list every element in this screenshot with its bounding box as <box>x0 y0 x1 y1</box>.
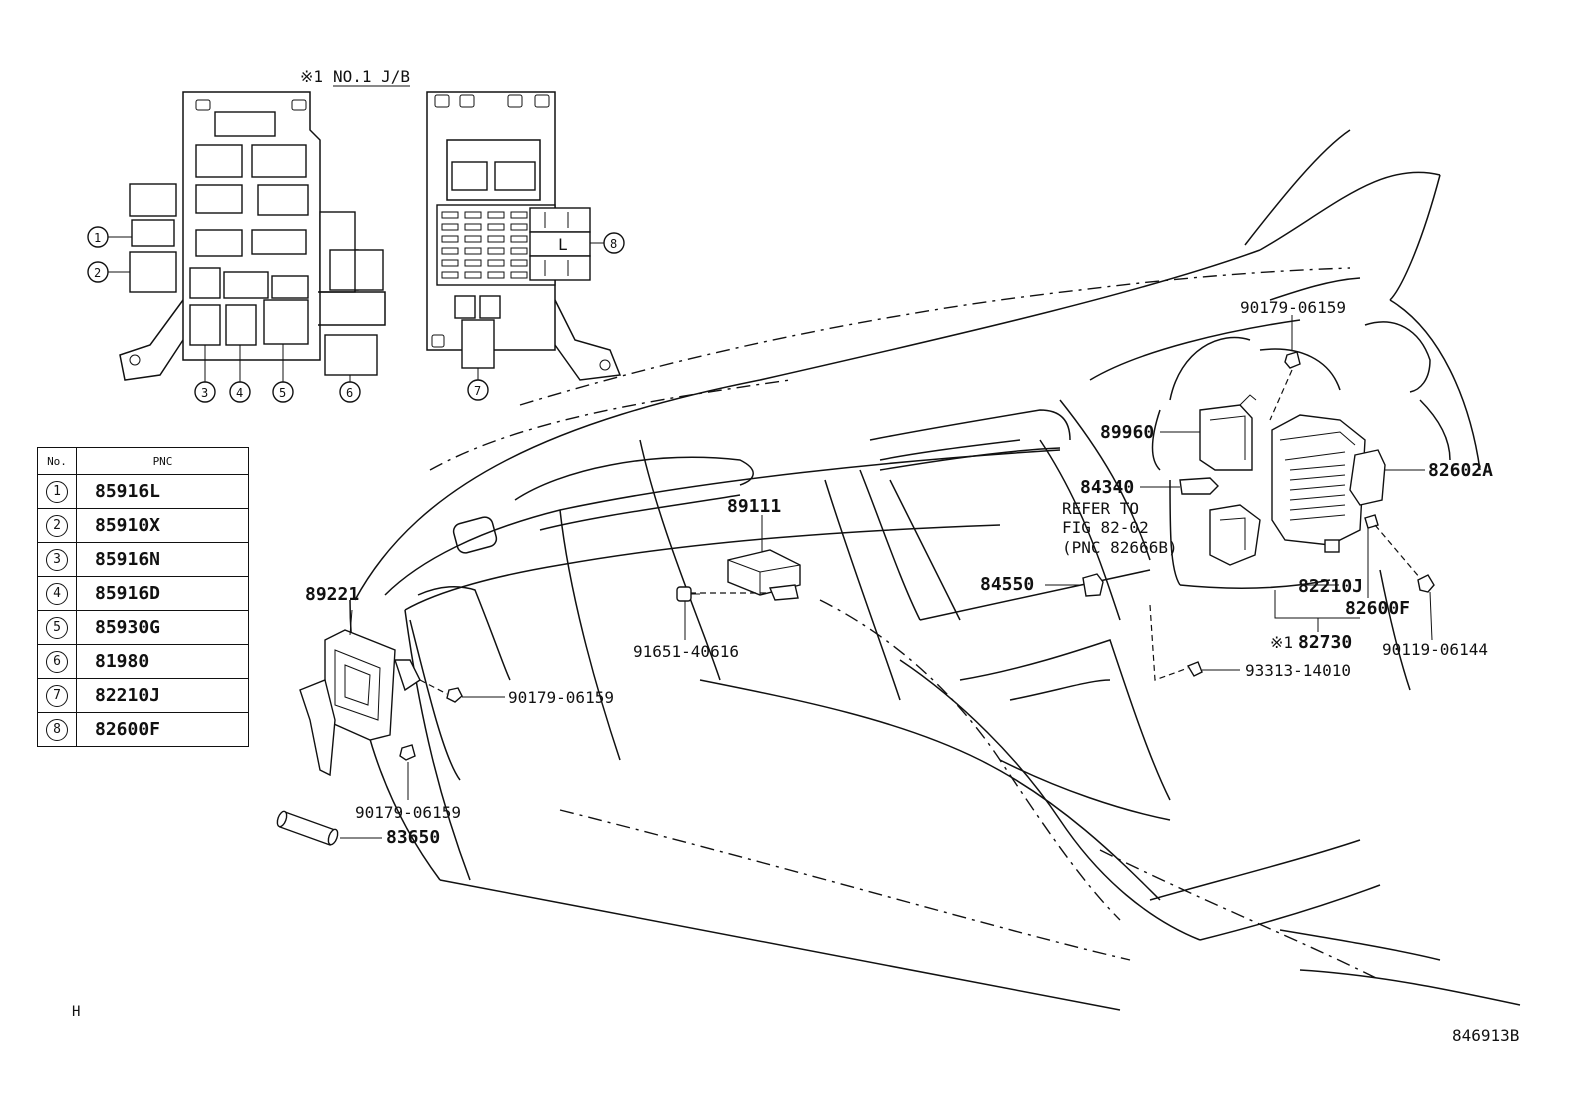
pnc-table: No. PNC 1 85916L 2 85910X 3 85916N 4 859… <box>37 447 249 747</box>
label-82730: 82730 <box>1298 632 1352 653</box>
col-header-pnc: PNC <box>76 447 249 475</box>
part-82210J <box>1298 539 1340 586</box>
callout-label-5: 5 <box>279 386 286 400</box>
row-pnc: 81980 <box>76 644 249 679</box>
table-row: 8 82600F <box>37 712 249 747</box>
row-pnc: 82210J <box>76 678 249 713</box>
footer-left-mark: H <box>72 1004 81 1020</box>
table-row: 1 85916L <box>37 474 249 509</box>
label-82210J: 82210J <box>1298 576 1363 597</box>
callouts: 1 2 3 4 5 6 7 8 <box>87 226 625 403</box>
junction-block-rear: L <box>426 91 622 381</box>
callout-circle-1 <box>87 226 109 248</box>
part-bolt-93313 <box>1149 604 1240 681</box>
row-pnc: 85916N <box>76 542 249 577</box>
dashboard-outline <box>349 129 1521 1011</box>
label-89221: 89221 <box>305 584 359 605</box>
part-84340 <box>1140 477 1219 495</box>
jb-header-mark: ※1 <box>300 67 323 86</box>
part-83650-cylinder <box>276 810 382 846</box>
label-90119: 90119-06144 <box>1382 640 1488 659</box>
refer-line-2: FIG 82-02 <box>1062 518 1149 537</box>
jb-fuse-rows <box>1289 464 1346 521</box>
part-nut-90179-b <box>399 744 416 800</box>
part-89111-box <box>690 515 801 601</box>
fuse-grid <box>441 211 528 279</box>
callout-circle-7 <box>467 379 489 401</box>
label-84550: 84550 <box>980 574 1034 595</box>
table-row: 7 82210J <box>37 678 249 713</box>
callout-circle-3 <box>194 381 216 403</box>
row-number: 3 <box>46 549 68 571</box>
row-number: 7 <box>46 685 68 707</box>
label-90179-c: 90179-06159 <box>1240 298 1346 317</box>
table-row: 5 85930G <box>37 610 249 645</box>
table-row: 4 85916D <box>37 576 249 611</box>
refer-line-3: (PNC 82666B) <box>1062 538 1178 557</box>
jb-header: ※1 NO.1 J/B <box>300 67 410 87</box>
callout-circle-4 <box>229 381 251 403</box>
callout-label-4: 4 <box>236 386 243 400</box>
row-pnc: 82600F <box>76 712 249 747</box>
callout-label-7: 7 <box>474 384 481 398</box>
relay-letter: L <box>558 235 568 254</box>
label-83650: 83650 <box>386 827 440 848</box>
row-pnc: 85910X <box>76 508 249 543</box>
label-89111: 89111 <box>727 496 781 517</box>
junction-block-front <box>119 91 386 381</box>
refer-line-1: REFER TO <box>1062 499 1139 518</box>
table-row: 6 81980 <box>37 644 249 679</box>
part-82730-junction-block <box>1271 414 1366 632</box>
part-82602A <box>1349 449 1425 506</box>
part-nut-90179-c <box>1269 315 1301 421</box>
label-82602A: 82602A <box>1428 460 1493 481</box>
row-pnc: 85916D <box>76 576 249 611</box>
callout-label-2: 2 <box>94 266 101 280</box>
callout-circle-8 <box>603 232 625 254</box>
callout-circle-2 <box>87 261 109 283</box>
label-90179-b: 90179-06159 <box>355 803 461 822</box>
label-84340: 84340 <box>1080 477 1134 498</box>
label-82600F: 82600F <box>1345 598 1410 619</box>
part-84550 <box>1045 573 1104 597</box>
row-pnc: 85930G <box>76 610 249 645</box>
row-number: 6 <box>46 651 68 673</box>
callout-circle-6 <box>339 381 361 403</box>
part-89221-module <box>299 609 421 777</box>
label-91651: 91651-40616 <box>633 642 739 661</box>
table-row: 3 85916N <box>37 542 249 577</box>
callout-label-6: 6 <box>346 386 353 400</box>
row-pnc: 85916L <box>76 474 249 509</box>
table-header-row: No. PNC <box>37 447 249 475</box>
part-bolt-91651 <box>676 586 700 640</box>
jb-header-title: NO.1 J/B <box>333 67 410 86</box>
figure-code: 846913B <box>1452 1026 1520 1045</box>
part-82600F <box>1364 514 1379 598</box>
callout-label-1: 1 <box>94 231 101 245</box>
row-number: 8 <box>46 719 68 741</box>
row-number: 2 <box>46 515 68 537</box>
row-number: 4 <box>46 583 68 605</box>
part-bracket <box>1209 504 1261 566</box>
part-nut-90179-a <box>419 679 505 703</box>
label-82730-mark: ※1 <box>1270 633 1293 652</box>
part-bolt-90119 <box>1374 524 1435 641</box>
part-89960 <box>1160 394 1257 471</box>
part-labels: 89221 83650 90179-06159 90179-06159 8911… <box>305 298 1493 848</box>
callout-label-3: 3 <box>201 386 208 400</box>
row-number: 1 <box>46 481 68 503</box>
callout-circle-5 <box>272 381 294 403</box>
table-row: 2 85910X <box>37 508 249 543</box>
callout-label-8: 8 <box>610 237 617 251</box>
row-number: 5 <box>46 617 68 639</box>
label-89960: 89960 <box>1100 422 1154 443</box>
label-90179-a: 90179-06159 <box>508 688 614 707</box>
label-93313: 93313-14010 <box>1245 661 1351 680</box>
col-header-no: No. <box>37 447 77 475</box>
